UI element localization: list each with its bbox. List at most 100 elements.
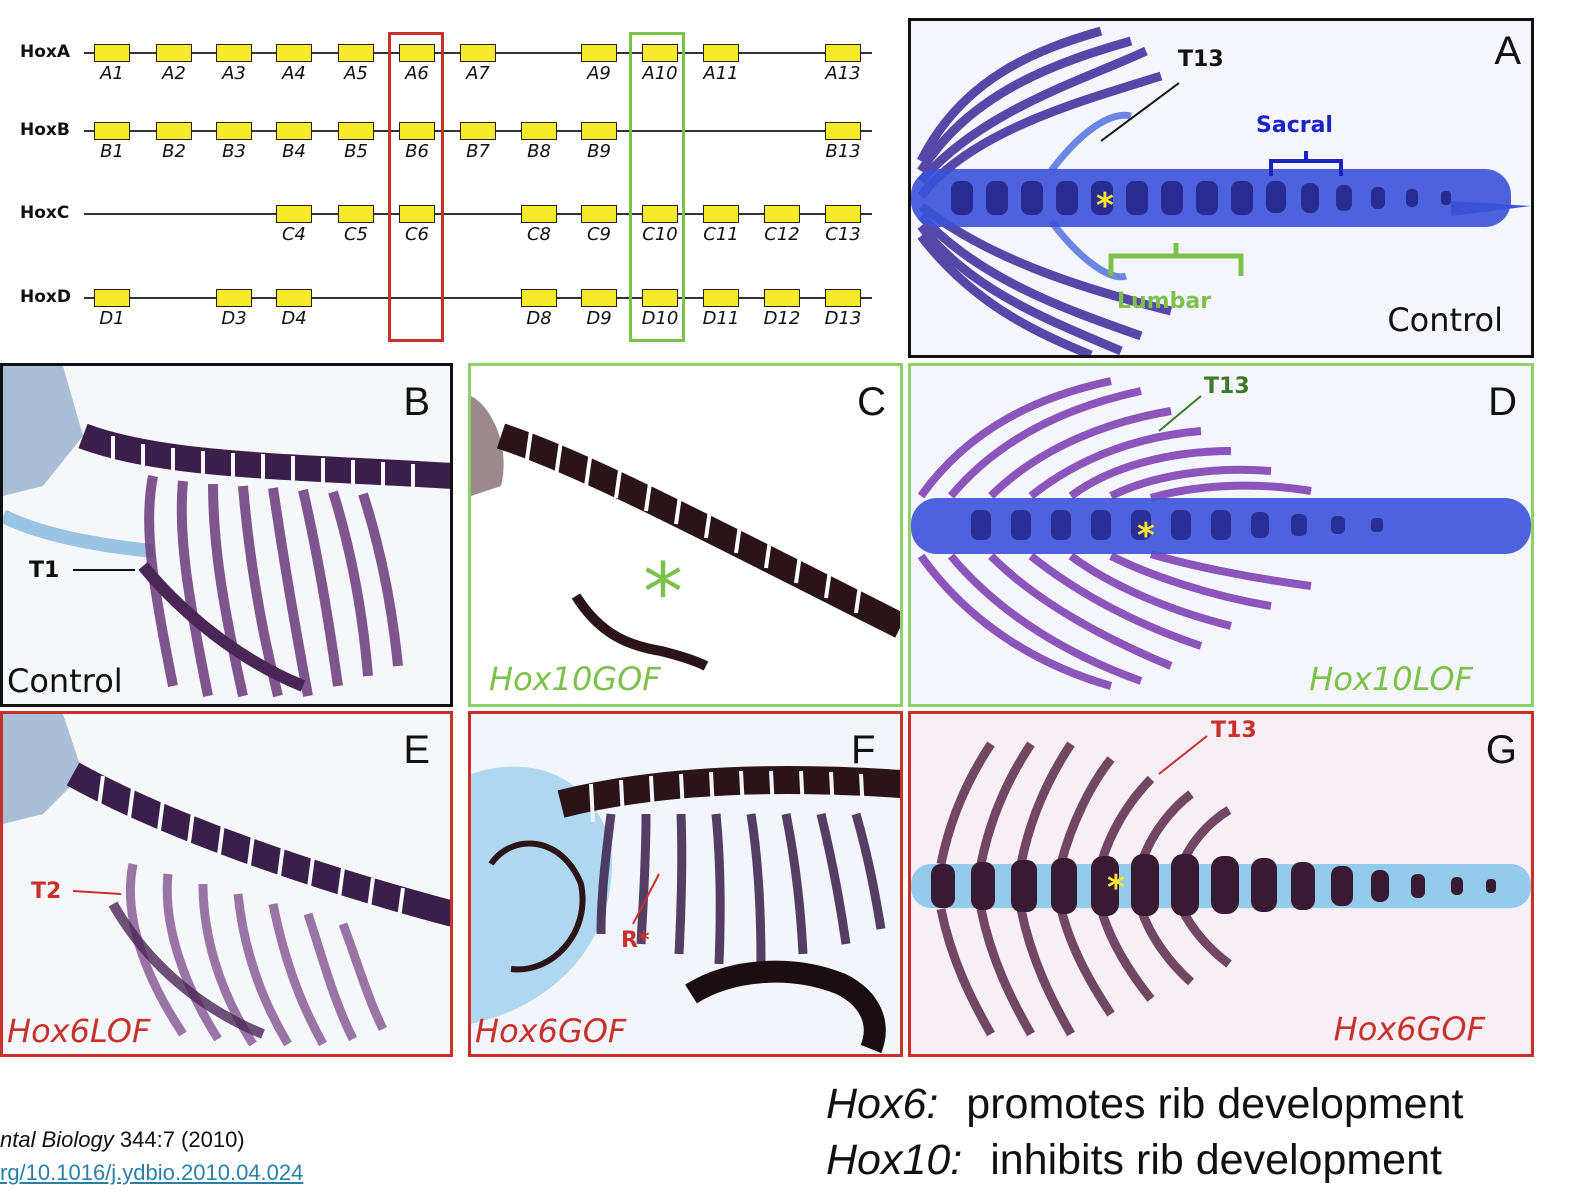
hox-gene-box bbox=[642, 44, 678, 62]
hox-gene-box bbox=[399, 205, 435, 223]
hox-gene-box bbox=[156, 44, 192, 62]
hox-gene-label: A6 bbox=[405, 63, 429, 84]
hox-gene-box bbox=[521, 289, 557, 307]
hox-gene-label: B3 bbox=[222, 141, 246, 162]
panel-b: B T1 Control bbox=[0, 363, 453, 707]
panel-f-label: F bbox=[851, 728, 876, 772]
hox-gene-box bbox=[338, 205, 374, 223]
hox-gene-box bbox=[825, 122, 861, 140]
panel-a-label: A bbox=[1494, 29, 1521, 73]
hox-gene-box bbox=[276, 205, 312, 223]
hox-gene-box bbox=[581, 205, 617, 223]
panel-a-sacral-label: Sacral bbox=[1256, 113, 1333, 138]
panel-a-condition: Control bbox=[1387, 301, 1503, 339]
hox-gene-box bbox=[764, 205, 800, 223]
citation-details: 344:7 (2010) bbox=[119, 1127, 245, 1152]
hox-gene-label: C13 bbox=[825, 224, 861, 245]
panel-a: A T13 Sacral Lumbar * Control bbox=[908, 18, 1534, 358]
panel-e: E T2 Hox6LOF bbox=[0, 711, 453, 1057]
hox-gene-label: C4 bbox=[281, 224, 307, 245]
panel-a-t13-label: T13 bbox=[1178, 47, 1224, 72]
hox-gene-box bbox=[764, 289, 800, 307]
hox-gene-label: D12 bbox=[763, 308, 801, 329]
hox-cluster-name: HoxC bbox=[20, 203, 70, 223]
hox-cluster-line bbox=[84, 213, 872, 215]
hox-gene-label: B2 bbox=[162, 141, 186, 162]
hox-gene-label: B8 bbox=[527, 141, 551, 162]
hox-gene-label: C10 bbox=[642, 224, 678, 245]
hox-gene-label: B6 bbox=[405, 141, 429, 162]
citation-text: ntal Biology 344:7 (2010) bbox=[0, 1127, 245, 1153]
hox-gene-label: A5 bbox=[344, 63, 368, 84]
hox-gene-label: A3 bbox=[222, 63, 246, 84]
hox-gene-box bbox=[276, 122, 312, 140]
panel-f: F R* Hox6GOF bbox=[468, 711, 903, 1057]
panel-f-skeleton-image bbox=[471, 766, 900, 1054]
panel-d-star: * bbox=[1137, 516, 1155, 556]
hox-gene-label: D11 bbox=[702, 308, 740, 329]
hox-gene-label: A10 bbox=[642, 63, 678, 84]
panel-g-skeleton-image bbox=[911, 735, 1531, 1037]
hox10-paralog-box bbox=[629, 32, 685, 342]
hox-gene-box bbox=[399, 44, 435, 62]
summary-hox10-term: Hox10: bbox=[826, 1136, 963, 1184]
hox-gene-label: B4 bbox=[282, 141, 306, 162]
hox-gene-label: A9 bbox=[587, 63, 611, 84]
hox-gene-label: D1 bbox=[99, 308, 125, 329]
hox-cluster-line bbox=[84, 297, 872, 299]
summary-line-hox6: Hox6: promotes rib development bbox=[826, 1080, 1463, 1129]
panel-g: G T13 * Hox6GOF bbox=[908, 711, 1534, 1057]
panel-b-label: B bbox=[403, 380, 430, 424]
panel-g-condition: Hox6GOF bbox=[1333, 1010, 1485, 1048]
hox-gene-box bbox=[216, 289, 252, 307]
panel-a-skeleton-image bbox=[911, 26, 1531, 355]
summary-hox10-text: inhibits rib development bbox=[990, 1136, 1442, 1184]
panel-a-star: * bbox=[1096, 186, 1114, 226]
hox-gene-label: B7 bbox=[466, 141, 490, 162]
panel-c-label: C bbox=[857, 380, 886, 424]
hox-gene-box bbox=[521, 205, 557, 223]
citation-doi-link[interactable]: rg/10.1016/j.ydbio.2010.04.024 bbox=[0, 1160, 304, 1185]
hox-gene-box bbox=[338, 44, 374, 62]
panel-b-condition: Control bbox=[7, 662, 123, 700]
panel-b-skeleton-image bbox=[3, 366, 450, 698]
panel-d-condition: Hox10LOF bbox=[1309, 660, 1473, 698]
hox-gene-box bbox=[94, 44, 130, 62]
panel-e-label: E bbox=[403, 728, 430, 772]
hox6-paralog-box bbox=[388, 32, 444, 342]
hox-gene-label: C6 bbox=[404, 224, 430, 245]
panel-a-lumbar-label: Lumbar bbox=[1117, 289, 1212, 314]
hox-gene-box bbox=[825, 205, 861, 223]
hox-gene-label: D8 bbox=[526, 308, 552, 329]
hox-gene-box bbox=[581, 122, 617, 140]
hox-gene-label: A13 bbox=[825, 63, 861, 84]
hox-gene-label: C9 bbox=[586, 224, 612, 245]
summary-hox6-text: promotes rib development bbox=[966, 1080, 1464, 1128]
panel-c: C * Hox10GOF bbox=[468, 363, 903, 707]
hox-gene-label: D10 bbox=[641, 308, 679, 329]
hox-gene-label: A4 bbox=[282, 63, 306, 84]
panel-d-t13-label: T13 bbox=[1204, 374, 1250, 399]
panel-g-t13-label: T13 bbox=[1211, 718, 1257, 743]
hox-gene-label: A2 bbox=[162, 63, 186, 84]
hox-gene-box bbox=[94, 122, 130, 140]
hox-cluster-name: HoxA bbox=[20, 42, 71, 62]
panel-g-star: * bbox=[1107, 868, 1125, 908]
hox-gene-label: D3 bbox=[221, 308, 247, 329]
hox-gene-label: B13 bbox=[825, 141, 861, 162]
hox-gene-box bbox=[216, 122, 252, 140]
panel-c-star: * bbox=[643, 546, 683, 639]
hox-gene-box bbox=[276, 44, 312, 62]
hox-gene-box bbox=[703, 205, 739, 223]
panel-d: D T13 * Hox10LOF bbox=[908, 363, 1534, 707]
hox-gene-box bbox=[581, 289, 617, 307]
hox-gene-label: B5 bbox=[344, 141, 368, 162]
hox-gene-box bbox=[276, 289, 312, 307]
hox-gene-label: A7 bbox=[466, 63, 490, 84]
panel-g-label: G bbox=[1485, 728, 1517, 772]
panel-d-label: D bbox=[1488, 380, 1517, 424]
hox-gene-box bbox=[825, 44, 861, 62]
panel-e-skeleton-image bbox=[3, 714, 450, 1047]
panel-c-skeleton-image bbox=[471, 396, 900, 671]
